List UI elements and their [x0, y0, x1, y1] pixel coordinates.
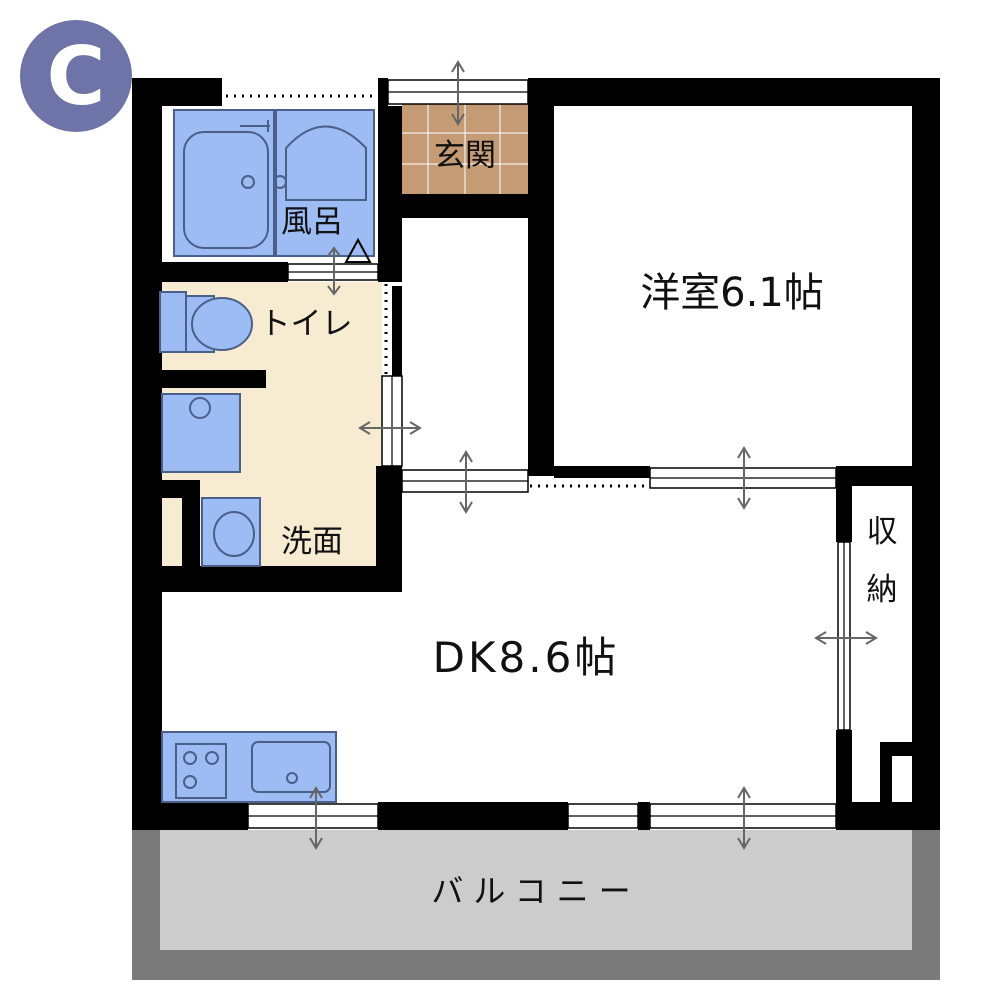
bath-label: 風呂 — [281, 204, 343, 240]
type-badge-letter: C — [47, 30, 106, 123]
warning-triangle-icon — [344, 237, 372, 263]
entrance-label: 玄関 — [434, 138, 496, 174]
kitchen-counter — [161, 731, 337, 803]
storage-label-line1: 収 — [867, 514, 898, 550]
balcony-label: バルコニー — [431, 872, 640, 910]
dk-label: DK8.6帖 — [433, 633, 620, 682]
toilet-label: トイレ — [260, 306, 353, 342]
shower-area — [273, 109, 375, 257]
toilet-fixture — [159, 291, 253, 353]
balcony-floor — [160, 830, 912, 950]
door-arrows — [309, 60, 878, 850]
type-badge: C — [20, 20, 132, 132]
entrance-tiles — [402, 104, 528, 194]
washing-machine-pan — [161, 393, 241, 473]
bathtub — [173, 109, 275, 257]
balcony — [132, 830, 940, 980]
storage-label-line2: 納 — [867, 572, 898, 608]
western-room-label: 洋室6.1帖 — [640, 270, 824, 316]
washbasin — [201, 497, 261, 567]
walls — [132, 78, 940, 830]
washroom-label: 洗面 — [281, 524, 343, 560]
dotted-boundaries — [226, 94, 648, 488]
type-badge-circle — [20, 20, 132, 132]
